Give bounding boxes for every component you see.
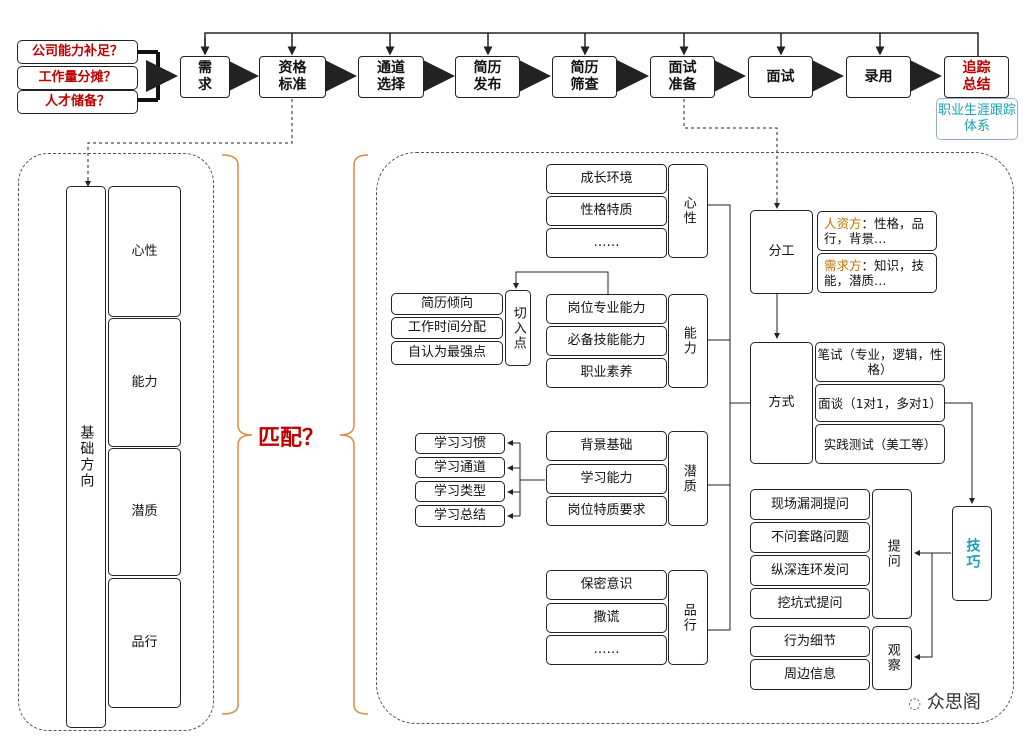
- learning-item-channel: 学习通道: [415, 457, 505, 478]
- flow-step-interview-prep: 面试准备: [650, 56, 715, 98]
- qianzhi-item-learning: 学习能力: [546, 464, 667, 494]
- nengli-group: 能力: [668, 294, 708, 388]
- fangshi-box: 方式: [750, 342, 813, 464]
- flow-step-resume-screen: 简历筛查: [552, 56, 617, 98]
- wechat-icon: ◌: [908, 694, 922, 712]
- xinxing-item-more: ……: [546, 228, 667, 258]
- fengong-hr-party: 人资方：性格，品行，背景…: [817, 211, 937, 251]
- guancha-item-behavior: 行为细节: [750, 626, 870, 657]
- entry-item-worktime: 工作时间分配: [391, 317, 503, 339]
- tiwen-group: 提问: [872, 489, 912, 619]
- basic-direction-box: 基础方向: [66, 186, 106, 728]
- entry-item-strength: 自认为最强点: [391, 341, 503, 365]
- nengli-item-professional: 岗位专业能力: [546, 294, 667, 324]
- basic-item-nengli: 能力: [108, 318, 181, 447]
- learning-item-summary: 学习总结: [415, 505, 505, 527]
- assessment-panel: [376, 152, 1014, 724]
- nengli-item-professionalism: 职业素养: [546, 358, 667, 388]
- flow-step-channel: 通道选择: [358, 56, 424, 98]
- fangshi-item-interview: 面谈（1对1，多对1）: [815, 384, 945, 422]
- pinxing-group: 品行: [668, 570, 708, 665]
- flow-step-resume-post: 简历发布: [455, 56, 520, 98]
- qianzhi-group: 潜质: [668, 431, 708, 526]
- xinxing-item-personality: 性格特质: [546, 196, 667, 226]
- entry-item-resume: 简历倾向: [391, 293, 503, 315]
- question-talent-reserve: 人才储备？: [17, 90, 138, 114]
- match-question: 匹配？: [258, 425, 325, 451]
- flow-step-demand: 需求: [180, 56, 230, 98]
- learning-item-habit: 学习习惯: [415, 433, 505, 454]
- basic-item-qianzhi: 潜质: [108, 448, 181, 576]
- career-tracking-system: 职业生涯跟踪体系: [936, 98, 1018, 140]
- question-workload: 工作量分摊？: [17, 66, 138, 90]
- flow-step-hire: 录用: [846, 56, 911, 98]
- qianzhi-item-background: 背景基础: [546, 431, 667, 461]
- tiwen-item-trap: 挖坑式提问: [750, 588, 870, 619]
- jiqiao-box: 技巧: [952, 506, 992, 601]
- watermark: ◌ 众思阁: [908, 692, 981, 713]
- xinxing-item-growth: 成长环境: [546, 164, 667, 194]
- fangshi-item-practice: 实践测试（美工等）: [815, 424, 945, 464]
- qianzhi-item-traits: 岗位特质要求: [546, 496, 667, 526]
- flow-step-qualification: 资格标准: [259, 56, 326, 98]
- basic-item-xinxing: 心性: [108, 186, 181, 317]
- xinxing-group: 心性: [668, 164, 708, 258]
- tiwen-item-deep: 纵深连环发问: [750, 555, 870, 586]
- learning-item-type: 学习类型: [415, 481, 505, 502]
- tiwen-item-loophole: 现场漏洞提问: [750, 489, 870, 520]
- basic-item-pinxing: 品行: [108, 578, 181, 708]
- fangshi-item-written: 笔试（专业，逻辑，性格）: [815, 342, 945, 382]
- tiwen-item-no-routine: 不问套路问题: [750, 522, 870, 553]
- pinxing-item-confidentiality: 保密意识: [546, 570, 667, 600]
- guancha-item-surroundings: 周边信息: [750, 659, 870, 690]
- basic-direction-panel: [18, 153, 214, 731]
- guancha-group: 观察: [872, 626, 912, 690]
- flow-step-interview: 面试: [748, 56, 813, 98]
- nengli-item-skills: 必备技能能力: [546, 326, 667, 356]
- pinxing-item-more: ……: [546, 635, 667, 665]
- fengong-demand-party: 需求方：知识，技能，潜质…: [817, 253, 937, 293]
- flow-step-tracking: 追踪总结: [944, 56, 1009, 98]
- entry-point: 切入点: [505, 290, 531, 366]
- question-capability: 公司能力补足？: [17, 40, 138, 64]
- pinxing-item-lying: 撒谎: [546, 603, 667, 633]
- fengong-box: 分工: [750, 210, 813, 294]
